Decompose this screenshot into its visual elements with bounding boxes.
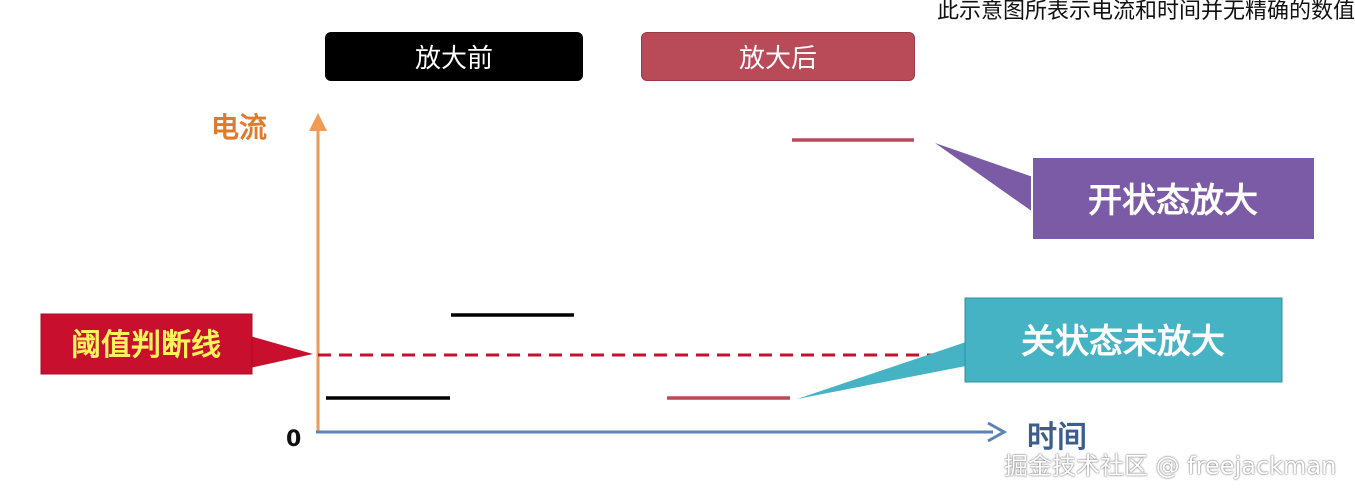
threshold-callout-pointer xyxy=(250,336,313,368)
on-state-callout-pointer xyxy=(935,143,1033,212)
y-axis-arrow xyxy=(309,113,327,131)
threshold-callout-label: 阈值判断线 xyxy=(71,328,221,363)
threshold-callout xyxy=(40,313,253,375)
x-axis-arrow xyxy=(987,421,1008,443)
off-state-callout-pointer xyxy=(797,342,966,399)
legend-before-label: 放大前 xyxy=(414,44,493,74)
legend-before: 放大前 xyxy=(325,32,583,81)
watermark: 掘金技术社区 @ freejackman xyxy=(1004,452,1337,480)
on-state-callout xyxy=(1031,156,1316,241)
legend-after: 放大后 xyxy=(641,32,915,81)
off-state-callout xyxy=(964,297,1283,383)
off-state-callout-label: 关状态未放大 xyxy=(1021,322,1225,362)
origin-label: 0 xyxy=(286,427,301,452)
legend-after-label: 放大后 xyxy=(738,44,817,74)
on-state-callout-label: 开状态放大 xyxy=(1088,181,1258,221)
disclaimer-note: 此示意图所表示电流和时间并无精确的数值 xyxy=(936,0,1355,24)
x-axis-label: 时间 xyxy=(1027,420,1087,455)
y-axis-label: 电流 xyxy=(211,111,267,144)
